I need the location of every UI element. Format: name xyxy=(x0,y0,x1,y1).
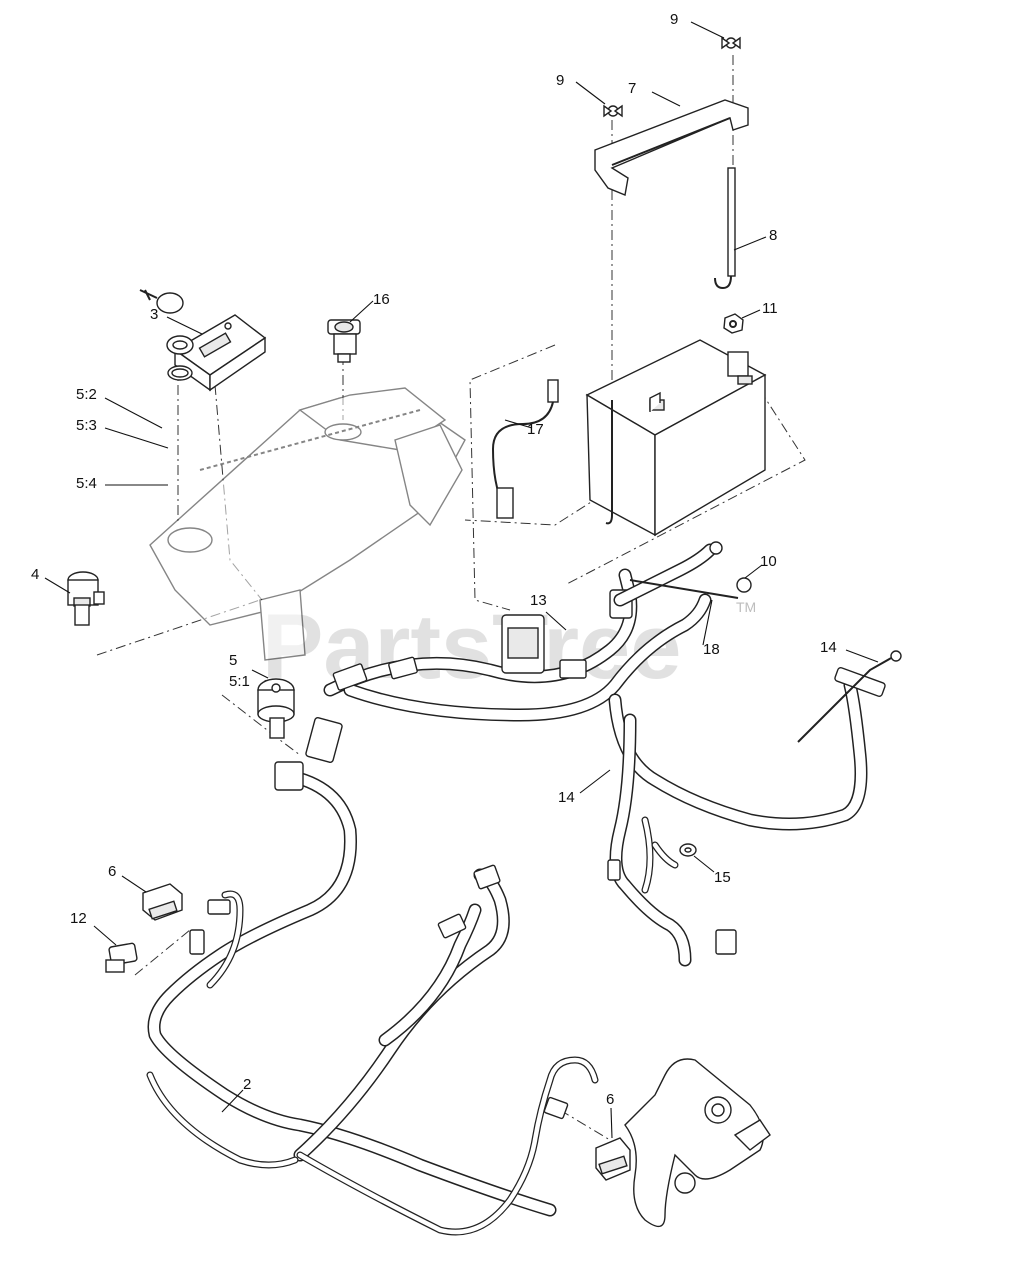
relay-upper xyxy=(142,883,183,921)
wiring-harness xyxy=(146,568,868,1236)
hex-nut xyxy=(723,313,744,334)
callout-8: 8 xyxy=(769,227,777,244)
ignition-switch xyxy=(257,678,295,739)
callout-7: 7 xyxy=(628,80,636,97)
callout-10: 10 xyxy=(760,553,777,570)
watermark-trademark: TM xyxy=(736,599,756,615)
wire-lead xyxy=(491,379,559,519)
callout-14-right: 14 xyxy=(820,639,837,656)
ignition-key xyxy=(139,289,184,314)
power-socket xyxy=(327,319,361,363)
leader-lines xyxy=(44,21,879,1139)
callout-4: 4 xyxy=(31,566,39,583)
pto-switch xyxy=(67,571,105,626)
callout-11: 11 xyxy=(762,300,778,317)
wing-nut-left xyxy=(603,104,623,118)
callout-9-left: 9 xyxy=(556,72,564,89)
callout-13: 13 xyxy=(530,592,547,609)
callout-3: 3 xyxy=(150,306,158,323)
callout-2: 2 xyxy=(243,1076,251,1093)
callout-15: 15 xyxy=(714,869,731,886)
callout-5-3: 5:3 xyxy=(76,417,97,434)
battery xyxy=(585,339,767,537)
terminal-washer xyxy=(651,841,697,869)
callout-14-center: 14 xyxy=(558,789,575,806)
callout-6-top: 6 xyxy=(108,863,116,880)
j-bolt xyxy=(714,167,736,290)
ignition-nut xyxy=(166,335,194,355)
wing-nut-top xyxy=(721,36,741,50)
mount-bracket xyxy=(624,1058,771,1228)
callout-5-1: 5:1 xyxy=(229,673,250,690)
callout-17: 17 xyxy=(527,421,544,438)
battery-cable xyxy=(613,541,752,607)
harness-connectors xyxy=(189,589,886,1120)
callout-5-2: 5:2 xyxy=(76,386,97,403)
dash-frame xyxy=(149,387,466,661)
relay-lower xyxy=(595,1137,631,1181)
callout-9-top: 9 xyxy=(670,11,678,28)
callout-18: 18 xyxy=(703,641,720,658)
callout-5: 5 xyxy=(229,652,237,669)
hour-meter xyxy=(173,314,267,392)
ground-lead xyxy=(797,650,902,743)
callout-labels: 9 9 7 8 11 16 3 5:2 5:3 5:4 17 4 10 13 1… xyxy=(31,11,837,1108)
callout-12: 12 xyxy=(70,910,87,927)
callout-5-4: 5:4 xyxy=(76,475,97,492)
callout-6-bottom: 6 xyxy=(606,1091,614,1108)
callout-16: 16 xyxy=(373,291,390,308)
clip-12 xyxy=(105,942,138,973)
battery-hold-down-bar xyxy=(594,99,749,196)
ignition-washer xyxy=(167,365,193,381)
